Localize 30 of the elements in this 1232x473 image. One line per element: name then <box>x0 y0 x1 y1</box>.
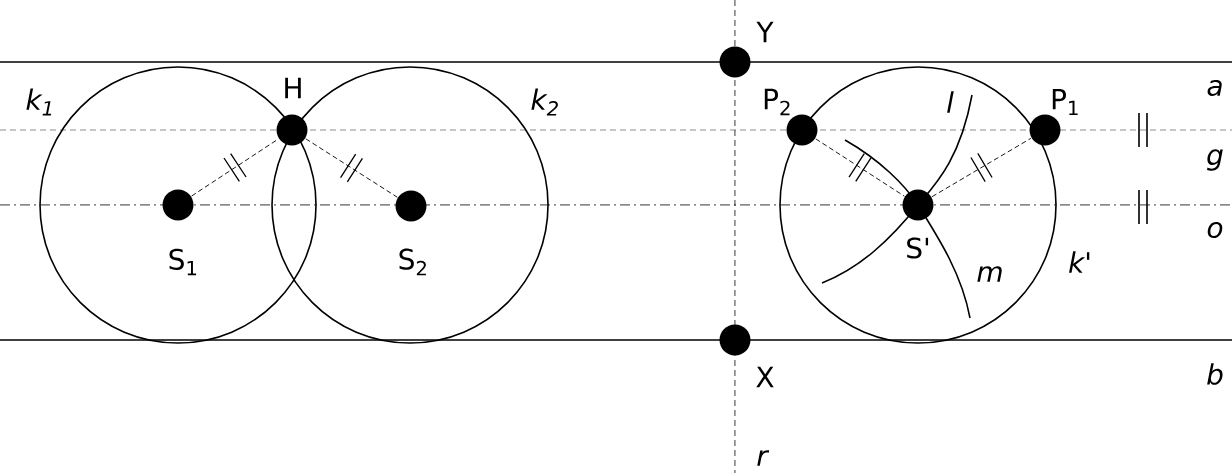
line-label: b <box>1207 363 1223 385</box>
line-label: o <box>1207 221 1223 239</box>
node-label: H <box>285 77 301 99</box>
node-label: Y <box>756 21 774 43</box>
line-label: k$_{2}$ <box>531 88 558 116</box>
dashed-segment <box>931 137 1032 198</box>
point: P$_{1}$ <box>1029 88 1078 146</box>
line-label: k$_{1}$ <box>26 88 52 116</box>
line-label: g <box>1207 149 1223 171</box>
point: S$_{1}$ <box>162 189 197 276</box>
node-label: X <box>756 366 774 388</box>
line-label: l <box>947 91 954 113</box>
node-label: S$_{1}$ <box>169 248 197 276</box>
point: S' <box>902 189 934 259</box>
line-label: r <box>757 450 770 466</box>
line-label: k' <box>1069 251 1090 273</box>
point: X <box>719 324 774 388</box>
node-label: P$_{2}$ <box>764 88 790 116</box>
node-label: P$_{1}$ <box>1052 88 1078 116</box>
line-label: a <box>1207 79 1222 97</box>
point: H <box>276 77 308 146</box>
line-label: m <box>977 266 1002 282</box>
point: P$_{2}$ <box>764 88 818 146</box>
dashed-segment <box>305 138 398 198</box>
point: Y <box>719 21 774 78</box>
dashed-segment <box>191 138 279 197</box>
node-label: S' <box>907 237 929 259</box>
point: S$_{2}$ <box>395 190 427 276</box>
node-label: S$_{2}$ <box>399 248 426 276</box>
dashed-segment <box>815 138 905 197</box>
